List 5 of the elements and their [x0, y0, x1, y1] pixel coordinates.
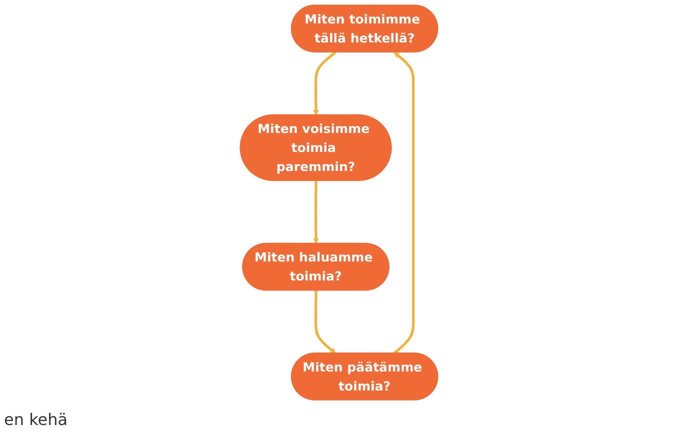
- caption-text: en kehä: [4, 410, 68, 429]
- arrow: [314, 290, 336, 354]
- arrow: [313, 180, 319, 244]
- arrow: [313, 51, 336, 116]
- arrow: [393, 52, 415, 354]
